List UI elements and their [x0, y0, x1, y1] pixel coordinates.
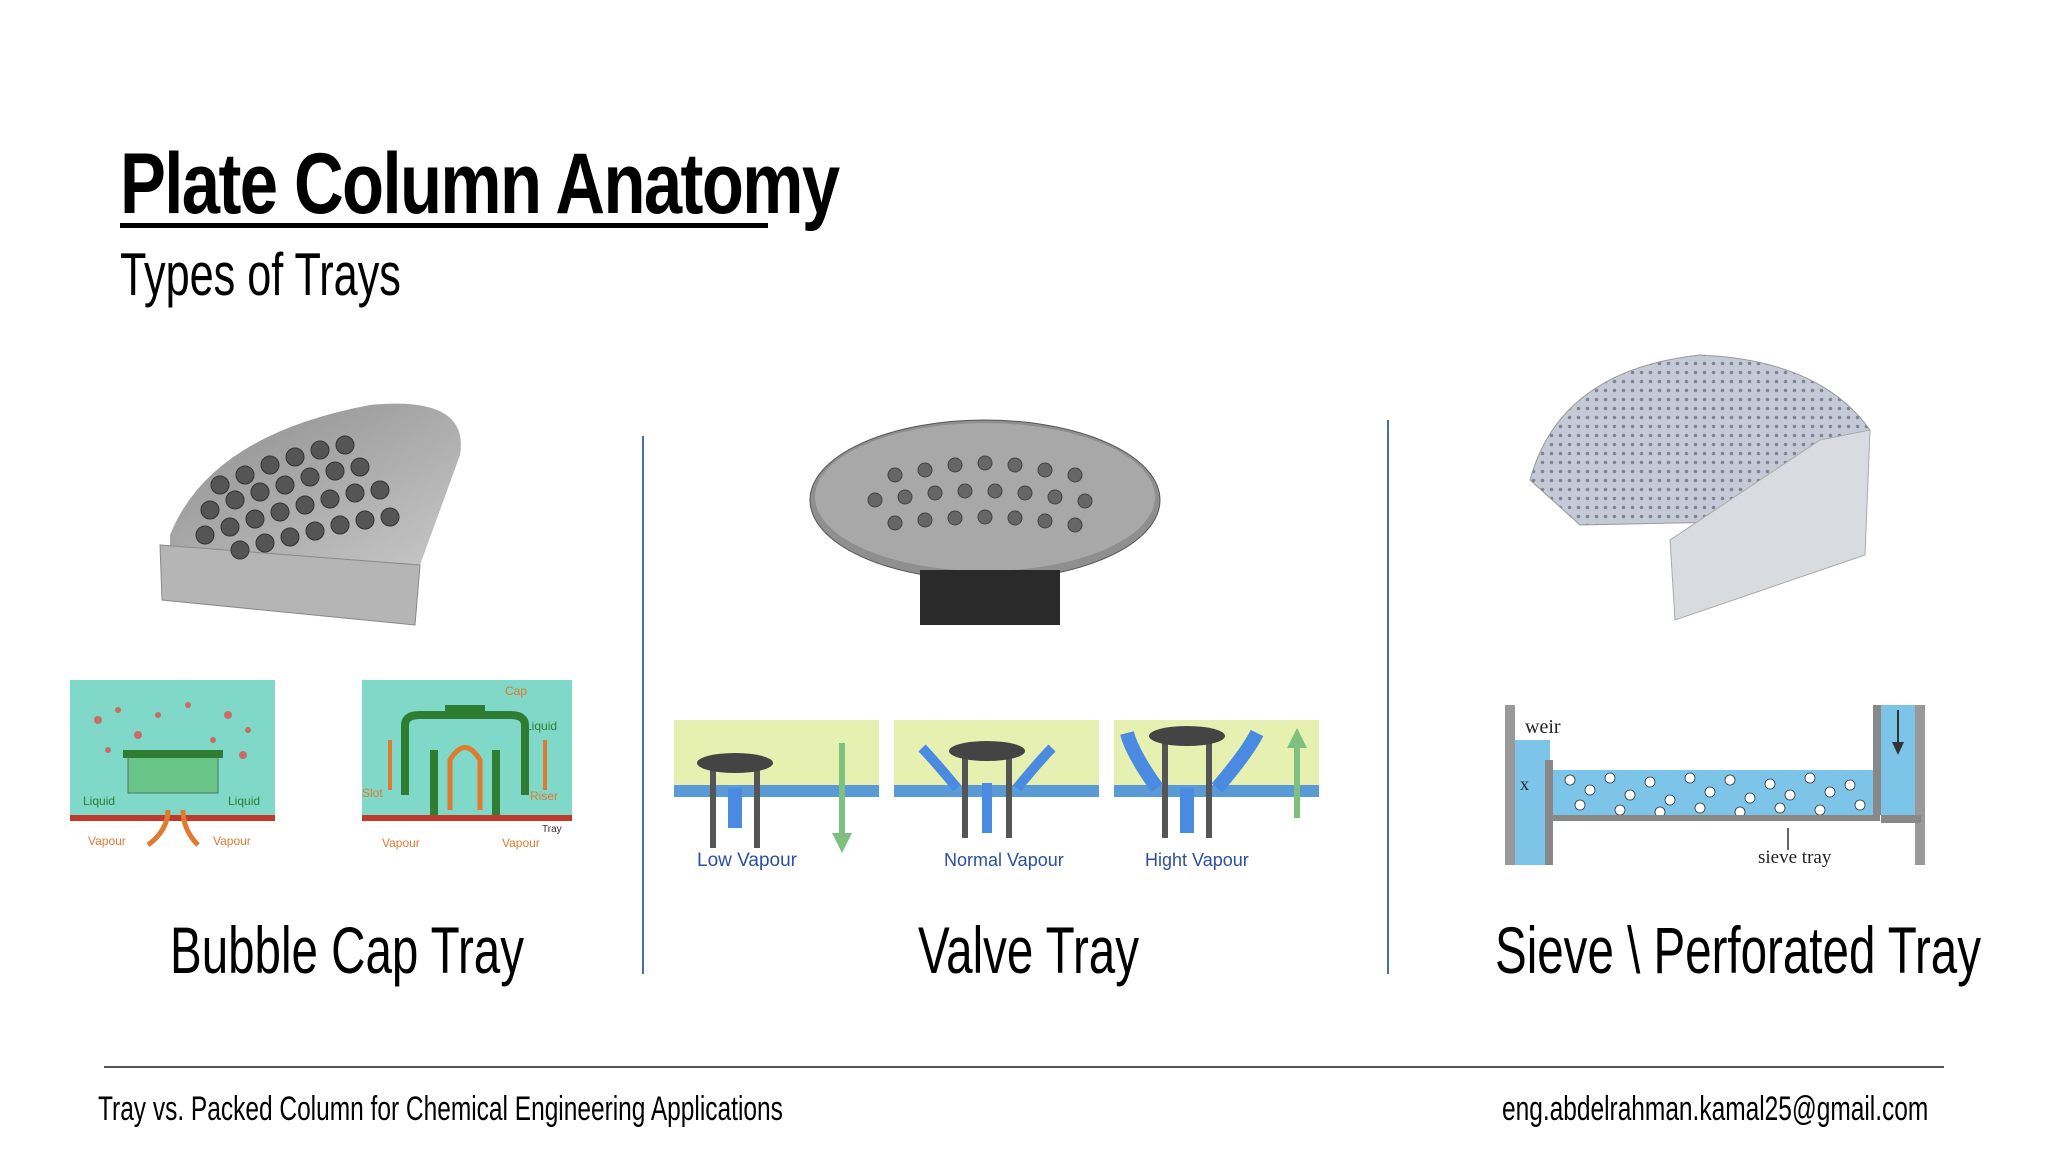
bubble-cap-diagram-2: Cap Liquid Slot Riser Tray Vapour Vapour — [362, 680, 572, 850]
title-underline — [120, 223, 768, 228]
cap-label: Cap — [505, 684, 527, 698]
column-divider-2 — [1387, 420, 1389, 974]
valve-caption-normal: Normal Vapour — [944, 850, 1064, 870]
vapour-label-left: Vapour — [88, 834, 126, 848]
vapour-label-2-left: Vapour — [382, 836, 420, 850]
valve-tray-label: Valve Tray — [918, 913, 1139, 987]
sieve-tray-diagram-label: sieve tray — [1758, 847, 1832, 868]
bubble-cap-diagram-1: Liquid Liquid Vapour Vapour — [70, 680, 275, 848]
footer-email: eng.abdelrahman.kamal25@gmail.com — [1502, 1090, 1929, 1128]
vapour-label-2-right: Vapour — [502, 836, 540, 850]
page-title: Plate Column Anatomy — [120, 136, 840, 232]
tray-label: Tray — [542, 824, 562, 835]
sieve-tray-photo — [1529, 354, 1871, 621]
slot-label: Slot — [362, 786, 383, 800]
liquid-label-left: Liquid — [83, 794, 115, 808]
valve-tray-photo — [809, 419, 1161, 625]
liquid-label-right: Liquid — [228, 794, 260, 808]
sieve-tray-label: Sieve \ Perforated Tray — [1495, 913, 1981, 987]
footer-course-title: Tray vs. Packed Column for Chemical Engi… — [98, 1090, 783, 1128]
liquid-label: Liquid — [525, 719, 557, 733]
valve-caption-high: Hight Vapour — [1145, 850, 1249, 870]
column-divider-1 — [642, 436, 644, 974]
vapour-label-right: Vapour — [213, 834, 251, 848]
bubble-cap-tray-label: Bubble Cap Tray — [170, 913, 524, 987]
x-label: x — [1520, 774, 1529, 794]
bubble-cap-tray-photo — [159, 403, 461, 626]
valve-caption-low: Low Vapour — [697, 850, 798, 871]
footer-divider — [104, 1066, 1944, 1068]
sieve-tray-diagram: weir x sieve tray — [1505, 705, 1925, 868]
page-subtitle: Types of Trays — [120, 241, 401, 308]
valve-tray-diagrams: Low Vapour Normal Vapour Hight Vapour — [674, 720, 1319, 871]
riser-label: Riser — [530, 789, 558, 803]
weir-label: weir — [1525, 716, 1561, 738]
